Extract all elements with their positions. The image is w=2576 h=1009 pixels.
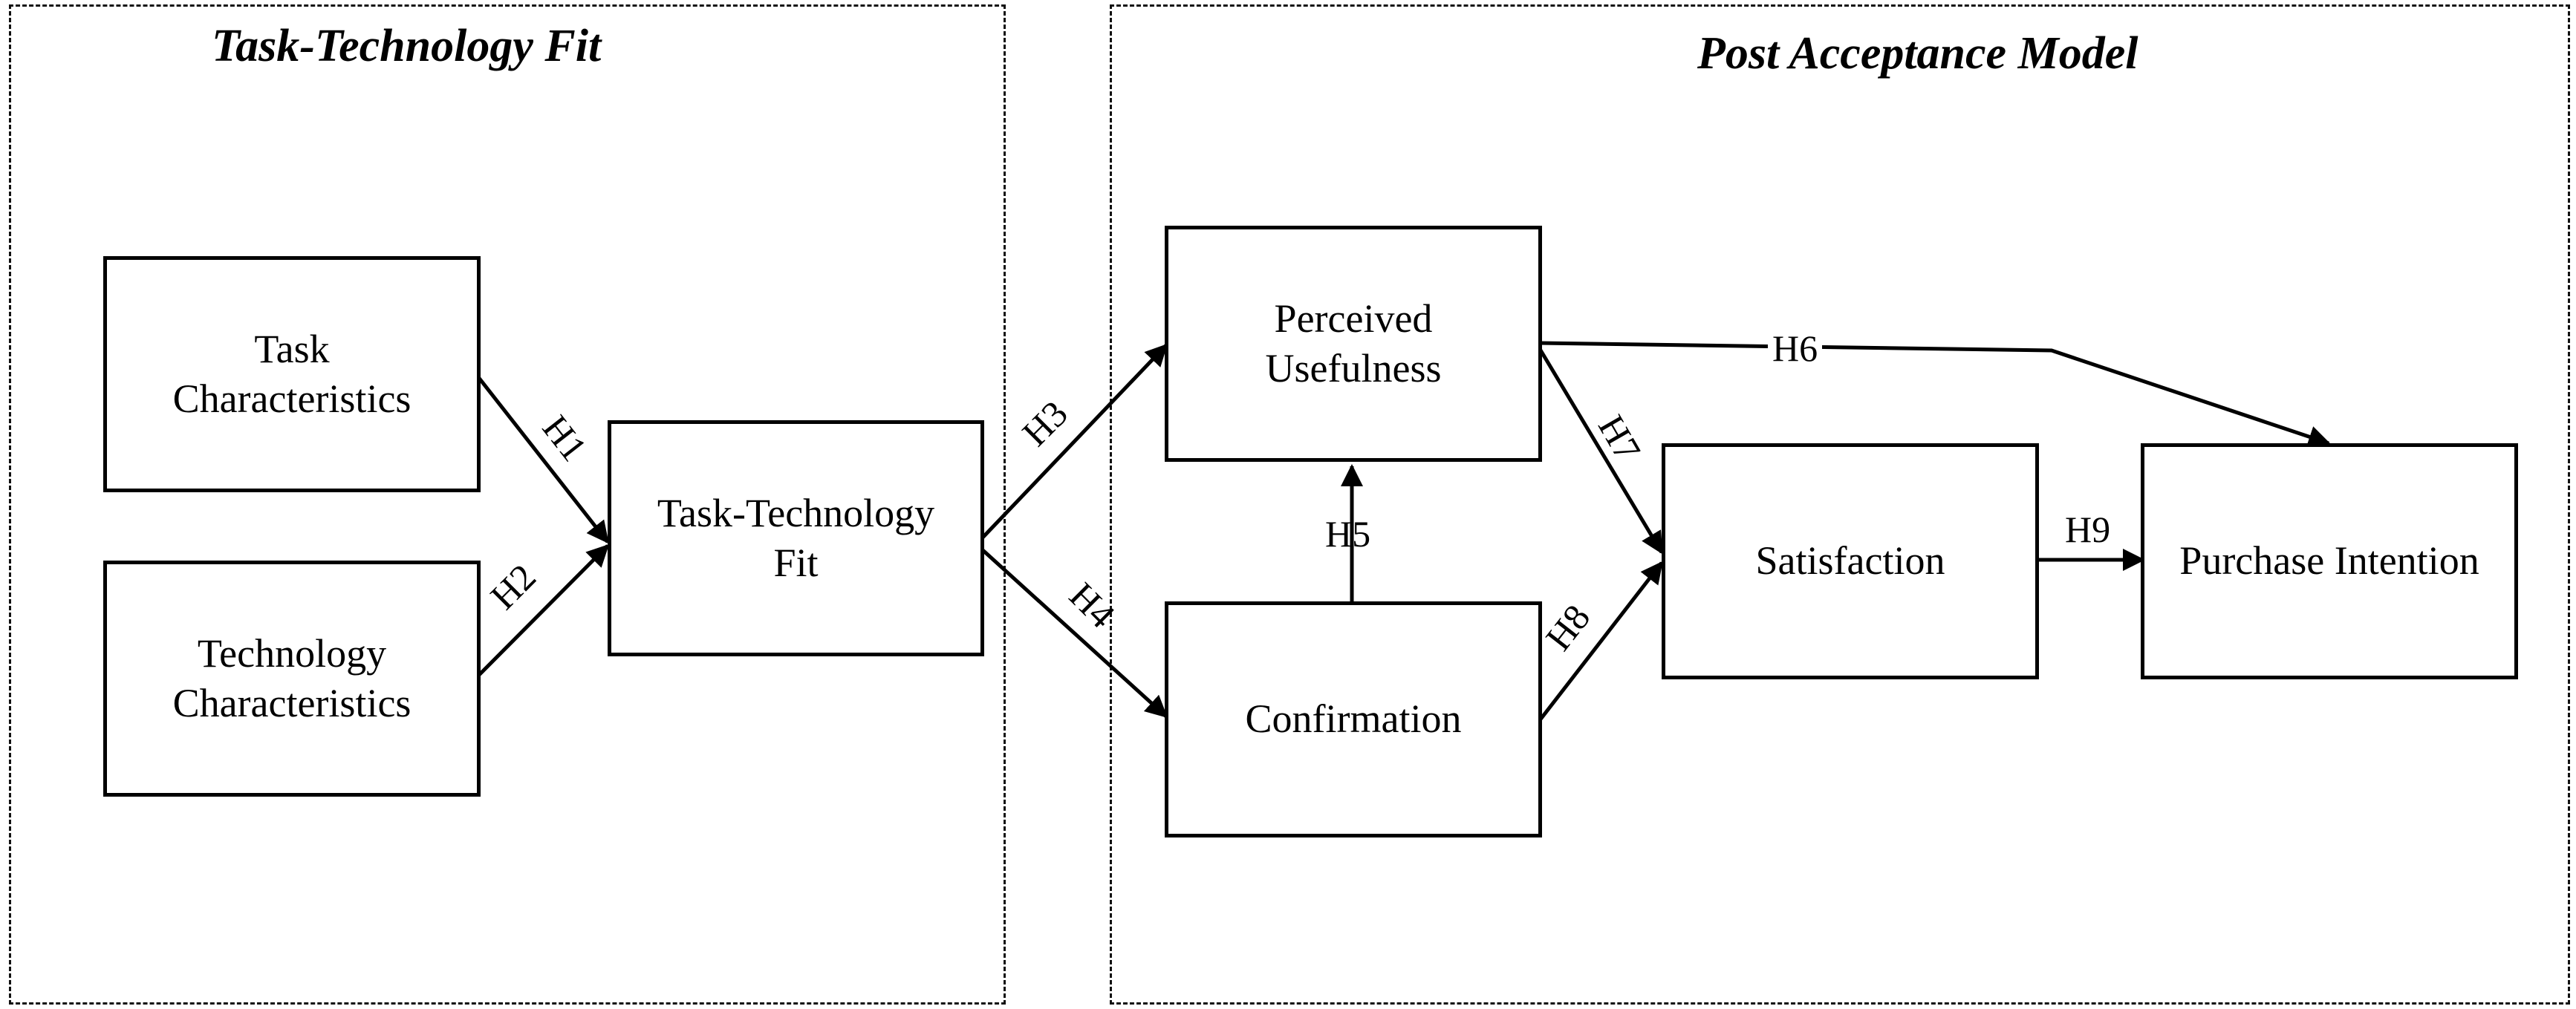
arrow-h4	[980, 548, 1168, 719]
confirmation-node: Confirmation	[1165, 601, 1542, 837]
task-technology-fit-node: Task-Technology Fit	[608, 420, 984, 656]
hypothesis-label-h6: H6	[1768, 330, 1823, 367]
arrow-h3	[980, 343, 1168, 540]
satisfaction-label: Satisfaction	[1755, 538, 1945, 584]
technology-characteristics-label: Technology Characteristics	[172, 630, 412, 726]
perceived-usefulness-node: Perceived Usefulness	[1165, 226, 1542, 462]
task-technology-fit-label: Task-Technology Fit	[657, 490, 935, 586]
confirmation-label: Confirmation	[1245, 696, 1462, 742]
satisfaction-node: Satisfaction	[1662, 443, 2039, 679]
task-technology-fit-group: Task-Technology Fit	[9, 4, 1006, 1005]
arrow-h6	[1539, 341, 2331, 448]
arrow-h7	[1538, 347, 1664, 555]
arrow-h2	[477, 543, 610, 677]
purchase-intention-label: Purchase Intention	[2179, 538, 2479, 584]
hypothesis-label-h5: H5	[1325, 513, 1371, 555]
task-technology-fit-group-title: Task-Technology Fit	[212, 21, 602, 71]
post-acceptance-model-group-title: Post Acceptance Model	[1697, 28, 2138, 79]
task-characteristics-label: Task Characteristics	[172, 326, 412, 422]
hypothesis-label-h9: H9	[2065, 509, 2111, 550]
perceived-usefulness-label: Perceived Usefulness	[1265, 295, 1442, 391]
purchase-intention-node: Purchase Intention	[2141, 443, 2518, 679]
post-acceptance-model-group: Post Acceptance Model	[1110, 4, 2570, 1005]
technology-characteristics-node: Technology Characteristics	[103, 561, 481, 797]
task-characteristics-node: Task Characteristics	[103, 256, 481, 492]
arrow-h8	[1538, 561, 1663, 722]
arrow-h1	[477, 376, 609, 544]
